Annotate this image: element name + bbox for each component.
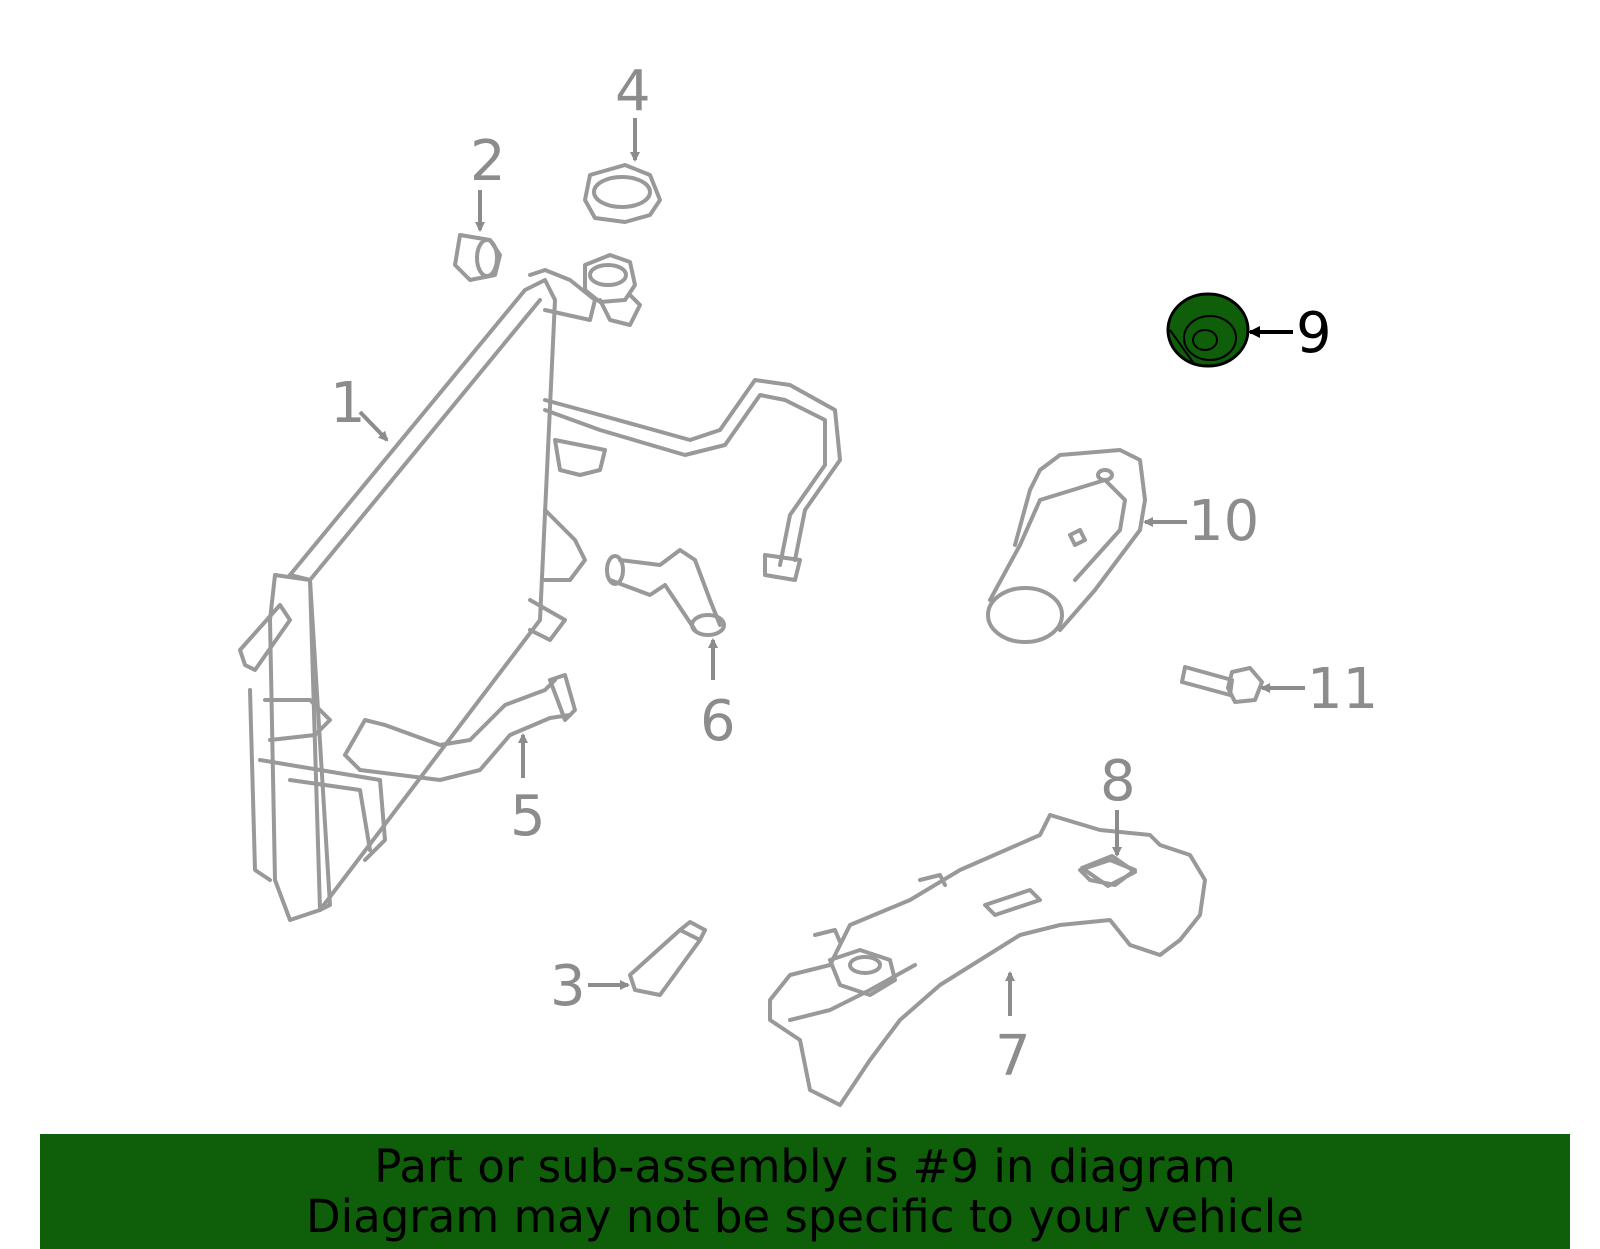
callout-labels: 1 2 3 4 5 6 7 8 9 10 11 (330, 59, 1378, 1089)
callout-3: 3 (550, 954, 586, 1019)
leader-arrows (358, 118, 1305, 1016)
cap-part-9 (1166, 292, 1250, 368)
arrow-1 (358, 410, 389, 442)
callout-10: 10 (1188, 489, 1259, 554)
callout-7: 7 (995, 1024, 1031, 1089)
banner-line-disclaimer: Diagram may not be specific to your vehi… (306, 1189, 1304, 1243)
elbow-hose-part-6 (605, 548, 726, 637)
callout-1: 1 (330, 371, 366, 436)
callout-9: 9 (1296, 301, 1332, 366)
callout-4: 4 (615, 59, 651, 124)
info-banner: Part or sub-assembly is #9 in diagram Di… (40, 1134, 1570, 1249)
bushing-part-2 (453, 233, 502, 282)
thermostat-housing-part-10 (986, 448, 1147, 644)
parts-diagram: 1 2 3 4 5 6 7 8 9 10 11 (238, 59, 1378, 1107)
callout-6: 6 (700, 689, 736, 754)
callout-8: 8 (1100, 749, 1136, 814)
callout-11: 11 (1307, 657, 1378, 722)
lower-hose-part-5 (343, 673, 577, 782)
callout-2: 2 (470, 129, 506, 194)
radiator-cap-part-4 (583, 163, 662, 327)
radiator-part-1 (238, 268, 842, 922)
bolt-part-11 (1180, 665, 1264, 704)
banner-line-part-number: Part or sub-assembly is #9 in diagram (374, 1139, 1236, 1193)
reservoir-part-7 (768, 813, 1207, 1107)
sensor-part-3 (628, 920, 707, 997)
callout-5: 5 (510, 784, 546, 849)
label-part-8 (1080, 854, 1137, 888)
